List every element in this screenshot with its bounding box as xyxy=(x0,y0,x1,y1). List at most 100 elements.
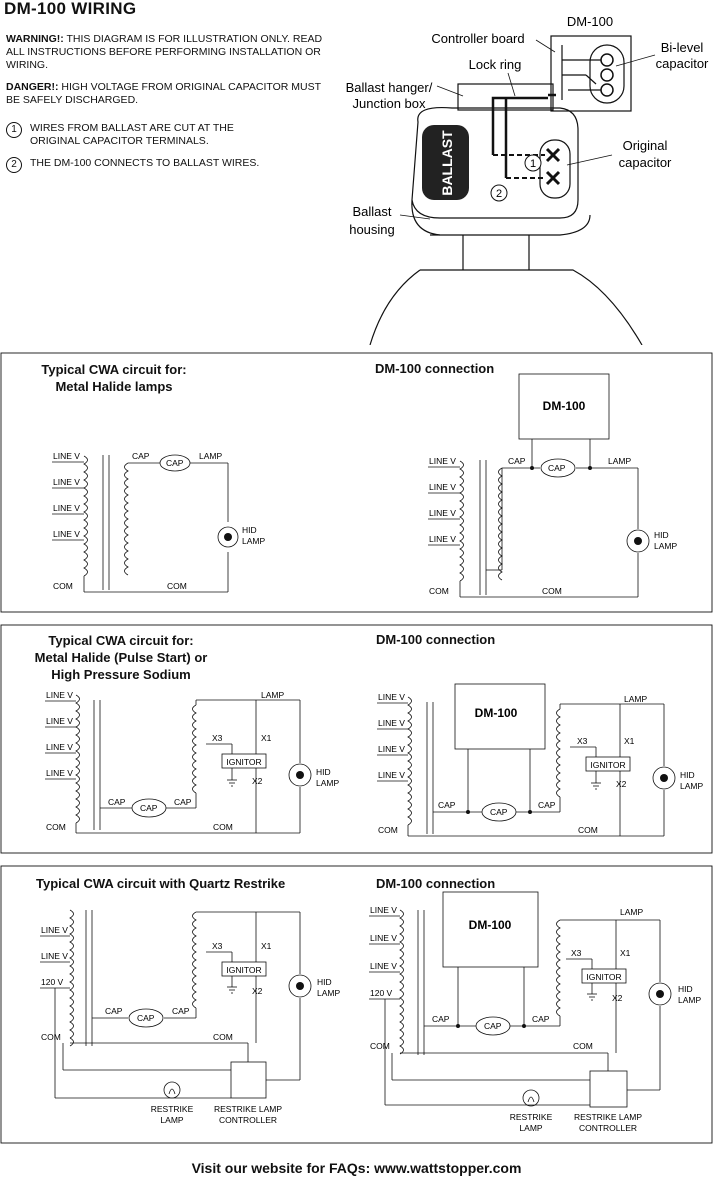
warning-label: WARNING!: xyxy=(6,33,64,45)
danger-label: DANGER!: xyxy=(6,81,59,93)
com-label: COM xyxy=(53,581,73,591)
com-label: COM xyxy=(213,822,233,832)
x2-label: X2 xyxy=(612,993,623,1003)
step-number: 1 xyxy=(6,122,22,138)
panel-2-right-circuit xyxy=(377,683,676,837)
panel-2-left-title: Typical CWA circuit for: Metal Halide (P… xyxy=(14,632,228,683)
hid-label: HID xyxy=(678,984,693,994)
restrike-controller-label: RESTRIKE LAMP xyxy=(214,1104,282,1114)
hid-label: HID xyxy=(654,530,669,540)
capacitor-label: CAP xyxy=(137,1013,155,1023)
cap-label: CAP xyxy=(538,800,556,810)
hid-label: HID xyxy=(242,525,257,535)
warning-text: THIS DIAGRAM IS FOR ILLUSTRATION ONLY. R… xyxy=(6,33,323,71)
controller-board-callout: Controller board xyxy=(431,31,524,46)
panel-3-right-title: DM-100 connection xyxy=(376,876,496,891)
line-v-label: LINE V xyxy=(53,503,80,513)
restrike-lamp-label: RESTRIKE xyxy=(151,1104,194,1114)
hid-lamp-label: LAMP xyxy=(317,988,340,998)
cap-label: CAP xyxy=(172,1006,190,1016)
ignitor-label: IGNITOR xyxy=(586,972,621,982)
v120-label: 120 V xyxy=(41,977,64,987)
x2-label: X2 xyxy=(616,779,627,789)
dm100-module xyxy=(550,35,632,112)
com-label: COM xyxy=(378,825,398,835)
x2-label: X2 xyxy=(252,986,263,996)
warning-note: WARNING!: THIS DIAGRAM IS FOR ILLUSTRATI… xyxy=(6,33,326,72)
dm100-callout: DM-100 xyxy=(567,14,613,29)
panel-2-frame xyxy=(0,624,713,854)
capacitor-label: CAP xyxy=(548,463,566,473)
lamp-label: LAMP xyxy=(620,907,643,917)
marker-2-label: 2 xyxy=(496,188,502,200)
ballast-block xyxy=(422,125,469,200)
lamp-label: LAMP xyxy=(608,456,631,466)
danger-note: DANGER!: HIGH VOLTAGE FROM ORIGINAL CAPA… xyxy=(6,81,326,107)
marker-1 xyxy=(524,154,542,172)
x2-label: X2 xyxy=(252,776,263,786)
v120-label: 120 V xyxy=(370,988,393,998)
restrike-controller-box xyxy=(230,1061,267,1099)
page-title: DM-100 WIRING xyxy=(4,0,137,18)
line-v-label: LINE V xyxy=(46,742,73,752)
com-label: COM xyxy=(573,1041,593,1051)
line-v-label: LINE V xyxy=(46,716,73,726)
marker-1-label: 1 xyxy=(530,158,536,170)
ignitor-label: IGNITOR xyxy=(226,757,261,767)
restrike-lamp-label: RESTRIKE xyxy=(510,1112,553,1122)
panel-3-left-title: Typical CWA circuit with Quartz Restrike xyxy=(36,876,285,891)
line-v-label: LINE V xyxy=(370,905,397,915)
lamp-label: LAMP xyxy=(261,690,284,700)
hid-lamp-label: LAMP xyxy=(242,536,265,546)
title-line: High Pressure Sodium xyxy=(51,667,191,682)
restrike-controller-label: CONTROLLER xyxy=(579,1123,637,1133)
panel-2-left-circuit xyxy=(45,694,312,834)
cap-label: CAP xyxy=(132,451,150,461)
hid-lamp-label: LAMP xyxy=(678,995,701,1005)
line-v-label: LINE V xyxy=(429,534,456,544)
x1-label: X1 xyxy=(624,736,635,746)
panel-1-right-title: DM-100 connection xyxy=(375,361,495,376)
com-label: COM xyxy=(578,825,598,835)
restrike-controller-label: RESTRIKE LAMP xyxy=(574,1112,642,1122)
ignitor-label: IGNITOR xyxy=(590,760,625,770)
line-v-label: LINE V xyxy=(41,925,68,935)
line-v-label: LINE V xyxy=(378,770,405,780)
com-label: COM xyxy=(167,581,187,591)
capacitor-label: CAP xyxy=(140,803,158,813)
x1-label: X1 xyxy=(261,733,272,743)
lock-ring-callout: Lock ring xyxy=(469,57,522,72)
lamp-label: LAMP xyxy=(624,694,647,704)
cap-label: CAP xyxy=(105,1006,123,1016)
hid-lamp-label: LAMP xyxy=(654,541,677,551)
panel-2-right-title: DM-100 connection xyxy=(376,632,496,647)
title-line: Metal Halide (Pulse Start) or xyxy=(34,650,208,665)
fixture-illustration: BALLAST 1 2 DM-100 Controller board Bi-l… xyxy=(346,14,709,345)
line-v-label: LINE V xyxy=(378,718,405,728)
step-text: WIRES FROM BALLAST ARE CUT AT THE ORIGIN… xyxy=(30,122,234,147)
marker-2 xyxy=(490,184,508,202)
hid-label: HID xyxy=(316,767,331,777)
panel-1-left-circuit xyxy=(52,454,239,593)
line-v-label: LINE V xyxy=(378,744,405,754)
com-label: COM xyxy=(370,1041,390,1051)
cap-label: CAP xyxy=(108,797,126,807)
hid-lamp-label: LAMP xyxy=(316,778,339,788)
panel-3-right-circuit xyxy=(369,891,672,1108)
dm100-box-label: DM-100 xyxy=(469,918,512,932)
x3-label: X3 xyxy=(571,948,582,958)
x3-label: X3 xyxy=(577,736,588,746)
capacitor-label: CAP xyxy=(166,458,184,468)
housing-callout-2: housing xyxy=(349,222,395,237)
com-label: COM xyxy=(429,586,449,596)
cap-label: CAP xyxy=(508,456,526,466)
capacitor-label: CAP xyxy=(484,1021,502,1031)
restrike-lamp-label: LAMP xyxy=(519,1123,542,1133)
capacitor-label: CAP xyxy=(490,807,508,817)
ballast-label: BALLAST xyxy=(439,130,455,196)
x3-label: X3 xyxy=(212,941,223,951)
line-v-label: LINE V xyxy=(370,933,397,943)
panel-1-left-title: Typical CWA circuit for: Metal Halide la… xyxy=(14,361,214,395)
